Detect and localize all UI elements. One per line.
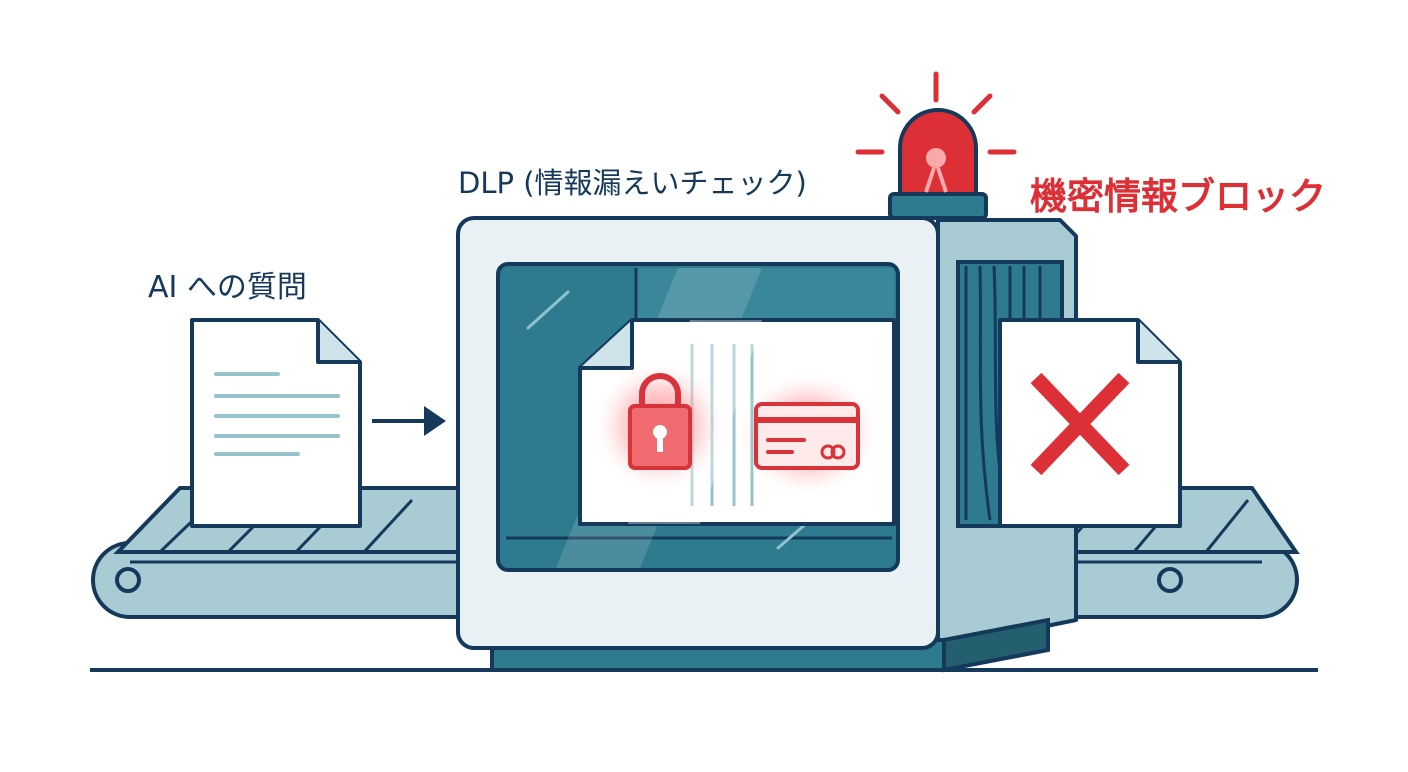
blocked-x-icon: [1030, 372, 1130, 476]
alarm-light-icon: [855, 71, 1017, 220]
lock-icon: [592, 358, 728, 494]
belt-slat: [362, 498, 414, 554]
belt-slat: [1204, 499, 1250, 553]
alert-label: 機密情報ブロック: [1030, 175, 1326, 218]
blocked-document: [998, 318, 1182, 528]
roller-left: [115, 567, 141, 593]
document-icon: [190, 318, 362, 528]
arrow-right-icon: [372, 406, 446, 436]
scanner-label: DLP (情報漏えいチェック): [458, 166, 807, 200]
credit-card-icon: [734, 370, 882, 498]
roller-right: [1157, 567, 1183, 593]
input-label: AI への質問: [148, 270, 307, 305]
